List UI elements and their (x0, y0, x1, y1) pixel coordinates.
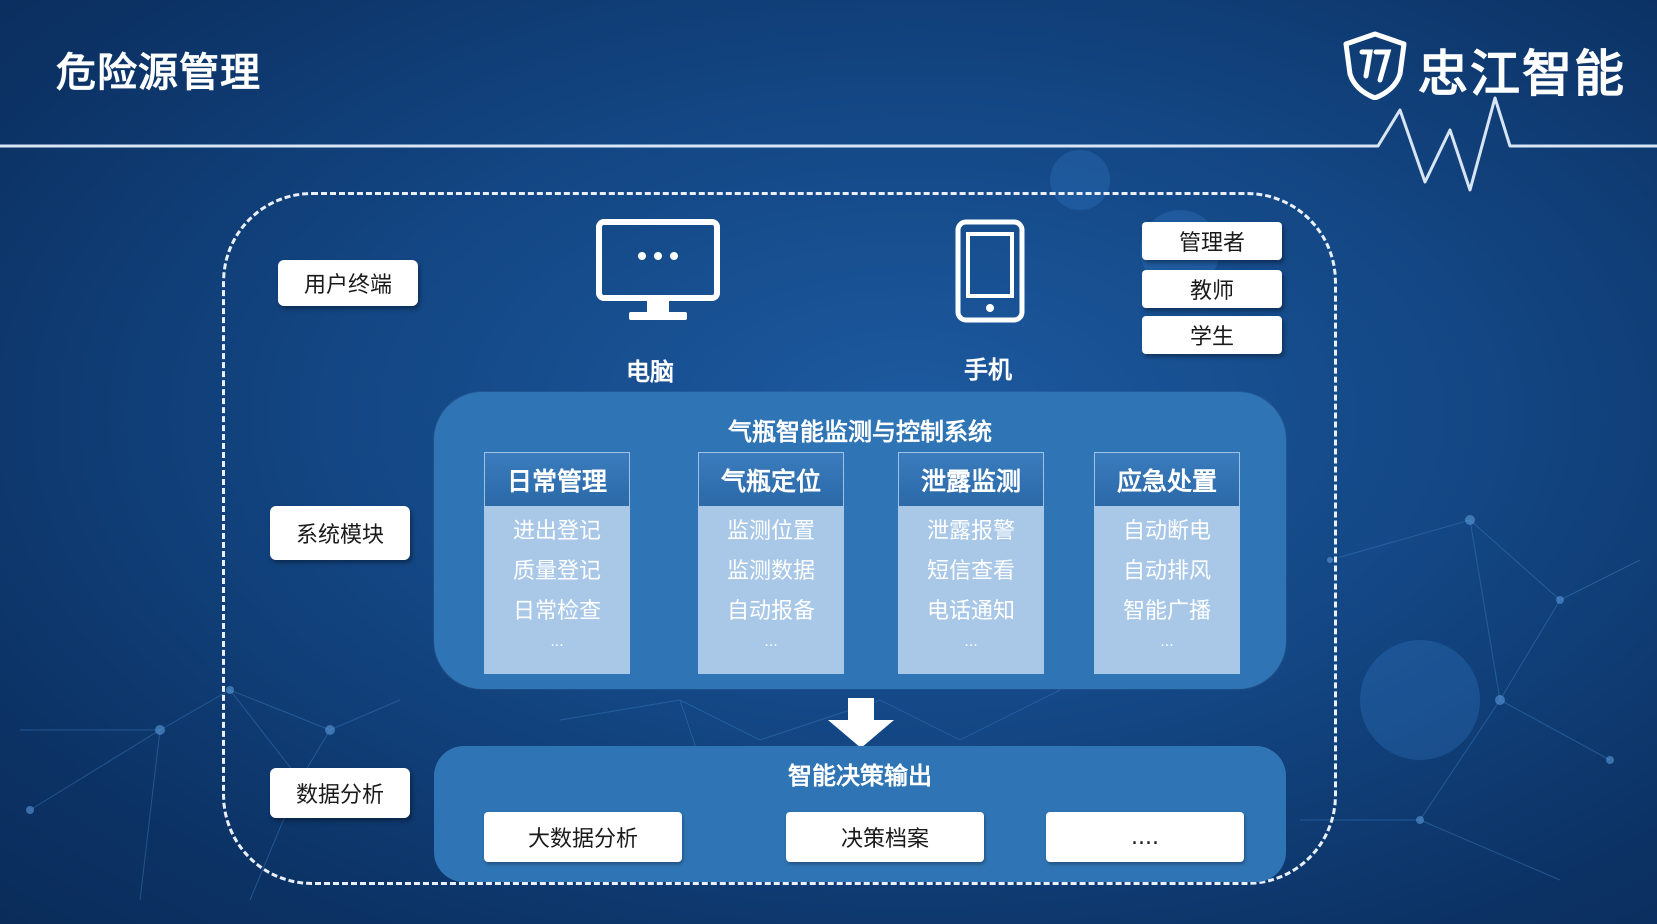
module-item: 自动断电 (1122, 519, 1211, 544)
phone-icon (955, 219, 1025, 323)
label-data-analysis: 数据分析 (270, 768, 410, 818)
module-item: 质量登记 (512, 559, 601, 584)
output-title: 智能决策输出 (788, 762, 932, 790)
module-item: 监测位置 (726, 519, 815, 544)
module-body: 自动断电 自动排风 智能广播 ... (1094, 506, 1240, 674)
module-item: 日常检查 (512, 599, 601, 624)
module-item: 短信查看 (926, 559, 1015, 584)
module-item: 自动报备 (726, 599, 815, 624)
output-panel: 智能决策输出 大数据分析 决策档案 .... (434, 746, 1286, 882)
system-panel: 气瓶智能监测与控制系统 日常管理 进出登记 质量登记 日常检查 ... 气瓶定位… (434, 392, 1286, 689)
module-title: 日常管理 (484, 452, 630, 506)
module-item: 进出登记 (512, 519, 601, 544)
label-user-terminal: 用户终端 (278, 260, 418, 306)
output-item-more: .... (1046, 812, 1244, 862)
shield-icon (1343, 31, 1407, 100)
module-title: 应急处置 (1094, 452, 1240, 506)
module-more: ... (1160, 634, 1174, 650)
monitor-icon (596, 219, 720, 320)
module-daily-management: 日常管理 进出登记 质量登记 日常检查 ... (484, 452, 630, 674)
module-title: 泄露监测 (898, 452, 1044, 506)
module-body: 监测位置 监测数据 自动报备 ... (698, 506, 844, 674)
output-item-decision-archive: 决策档案 (786, 812, 984, 862)
module-emergency-response: 应急处置 自动断电 自动排风 智能广播 ... (1094, 452, 1240, 674)
device-phone-label: 手机 (964, 356, 1012, 384)
header-divider (0, 96, 1657, 192)
module-body: 泄露报警 短信查看 电话通知 ... (898, 506, 1044, 674)
role-student: 学生 (1142, 316, 1282, 354)
module-leak-monitoring: 泄露监测 泄露报警 短信查看 电话通知 ... (898, 452, 1044, 674)
module-item: 自动排风 (1122, 559, 1211, 584)
arrow-down-icon (828, 698, 894, 748)
device-computer-label: 电脑 (626, 358, 674, 386)
module-more: ... (764, 634, 778, 650)
module-title: 气瓶定位 (698, 452, 844, 506)
module-body: 进出登记 质量登记 日常检查 ... (484, 506, 630, 674)
brand-logo: 忠江智能 (1340, 30, 1640, 103)
module-more: ... (964, 634, 978, 650)
module-item: 监测数据 (726, 559, 815, 584)
module-cylinder-location: 气瓶定位 监测位置 监测数据 自动报备 ... (698, 452, 844, 674)
module-item: 泄露报警 (926, 519, 1015, 544)
role-admin: 管理者 (1142, 222, 1282, 260)
module-item: 电话通知 (926, 599, 1015, 624)
output-item-big-data: 大数据分析 (484, 812, 682, 862)
module-more: ... (550, 634, 564, 650)
architecture-frame (222, 192, 1337, 885)
page-title: 危险源管理 (56, 50, 261, 96)
brand-name: 忠江智能 (1418, 45, 1626, 103)
role-teacher: 教师 (1142, 270, 1282, 308)
module-item: 智能广播 (1122, 599, 1211, 624)
label-system-modules: 系统模块 (270, 506, 410, 560)
system-title: 气瓶智能监测与控制系统 (728, 418, 992, 446)
